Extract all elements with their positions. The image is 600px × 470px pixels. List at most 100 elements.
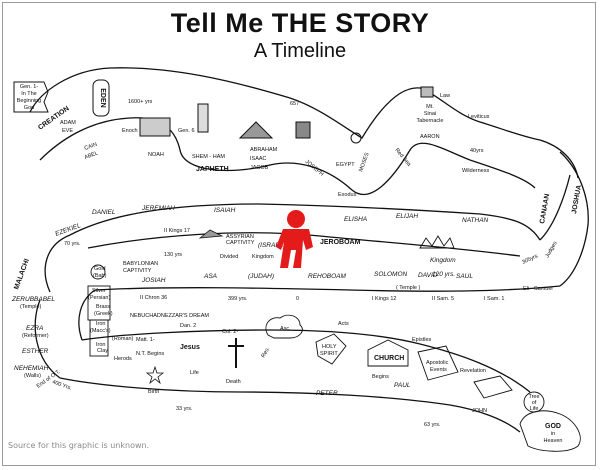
wilderness-label: Wilderness (462, 168, 489, 174)
roman-label: (Roman) (112, 336, 134, 342)
years-63-label: 63 yrs. (424, 422, 441, 428)
nehemiah-walls-label: (Walls) (24, 373, 41, 379)
esther-label: ESTHER (22, 348, 49, 355)
outer-frame (2, 2, 596, 466)
road-middle-upper (69, 203, 541, 241)
kingdom-label: Kingdom (430, 257, 456, 264)
dan2-label: Dan. 2 (180, 323, 196, 329)
page-subtitle: A Timeline (253, 40, 347, 62)
in-label: in (551, 431, 555, 437)
zerubbabel-label: ZERUBBABEL (11, 296, 55, 303)
babylonian-label: BABYLONIAN (123, 261, 158, 267)
gen1-line4: God (24, 105, 34, 111)
holy-label: HOLY (322, 344, 337, 350)
temple-label: ( Temple ) (396, 285, 421, 291)
moses-label: MOSES (358, 152, 371, 173)
star-icon (145, 365, 165, 385)
tablets-icon (420, 86, 434, 98)
eve-label: EVE (62, 128, 73, 134)
isaiah-label: ISAIAH (214, 207, 236, 214)
sam5-label: II Sam. 5 (432, 296, 454, 302)
herods-label: Herods (114, 356, 132, 362)
road-lower-left (34, 299, 61, 379)
exodus-label: Exodus (338, 192, 357, 198)
assyrian-captivity-label: CAPTIVITY (226, 240, 255, 246)
road-lower-lower (59, 377, 521, 433)
kings17-label: II Kings 17 (164, 228, 190, 234)
tabernacle-label: Tabernacle (417, 118, 444, 124)
egypt-label: EGYPT (336, 162, 355, 168)
ark-icon (139, 117, 171, 137)
gold-bab-label: (Bab) (93, 273, 107, 279)
peter-label: PETER (316, 390, 338, 397)
law-label: Law (440, 93, 450, 99)
joshua-label: JOSHUA (571, 184, 583, 214)
death-label: Death (226, 379, 241, 385)
zero-label: 0 (296, 296, 299, 302)
judges-label: Judges (545, 240, 559, 259)
years-657-label: 657 (290, 101, 299, 107)
canaan-label: CANAAN (539, 193, 551, 224)
josiah-label: JOSIAH (141, 277, 166, 284)
brass-greek-label: (Greek) (94, 311, 113, 317)
revelation-label: Revelation (460, 368, 486, 374)
gen6-label: Gen. 6 (178, 128, 195, 134)
eden-gate-icon (92, 79, 110, 117)
years-400-label: 400 Yrs. (51, 379, 73, 392)
begins-label: Begins (372, 374, 389, 380)
jesus-label: Jesus (180, 344, 200, 351)
malachi-label: MALACHI (13, 258, 31, 291)
jeremiah-label: JEREMIAH (141, 205, 175, 212)
jacob-label: JACOB (250, 165, 269, 171)
matt1-label: Matt. 1- (136, 337, 155, 343)
events-label: Events (430, 367, 447, 373)
adam-label: ADAM (60, 120, 76, 126)
nehemiah-label: NEHEMIAH (14, 365, 49, 372)
rehoboam-label: REHOBOAM (308, 273, 347, 280)
tree-label: Tree (528, 394, 539, 400)
kings12-label: I Kings 12 (372, 296, 396, 302)
gen1-line1: Gen. 1- (20, 84, 39, 90)
cross-icon (228, 338, 244, 368)
eli-samuel-label: Eli - Samuel (523, 286, 553, 292)
apostolic-label: Apostolic (426, 360, 449, 366)
life-tree-label: Life (530, 406, 539, 412)
res-label: Res. (261, 346, 272, 359)
tent-icon (238, 121, 274, 139)
silver-label: Silver (92, 288, 106, 294)
gold-label: Gold (94, 266, 106, 272)
years-120-label: 120 yrs. (432, 271, 455, 278)
years-33-label: 33 yrs. (176, 406, 193, 412)
life-label: Life (190, 370, 199, 376)
divided-label: Divided (220, 254, 238, 260)
aaron-label: AARON (420, 134, 440, 140)
clay-label: Clay (97, 348, 108, 354)
coat-icon (295, 121, 311, 139)
birth-label: Birth (148, 389, 159, 395)
ezra-label: EZRA (26, 325, 43, 332)
gen1-line3: Beginning (17, 98, 41, 104)
gen1-scroll: Gen. 1- In The Beginning God (13, 81, 49, 113)
paul-label: PAUL (394, 382, 411, 389)
road-middle-right-curve (539, 151, 589, 287)
gen1-line2: In The (21, 91, 37, 97)
burning-bush-icon (350, 132, 362, 144)
epistles-label: Epistles (412, 337, 432, 343)
elijah-label: ELIJAH (396, 213, 418, 220)
jeroboam-label: JEROBOAM (320, 239, 361, 246)
daniel-label: DANIEL (92, 209, 116, 216)
nt-begins-label: N.T. Begins (136, 351, 164, 357)
iron-label: Iron (96, 321, 105, 327)
abraham-label: ABRAHAM (250, 147, 278, 153)
shem-ham-label: SHEM - HAM (192, 154, 225, 160)
asc-label: Asc. (280, 326, 291, 332)
road-middle-lower (94, 285, 561, 292)
nathan-label: NATHAN (462, 217, 489, 224)
page-title: Tell Me THE STORY (170, 8, 430, 38)
sinai-label: Sinai (424, 111, 436, 117)
years-70-label: 70 yrs. (64, 241, 81, 247)
asa-label: ASA (203, 273, 217, 280)
isaac-label: ISAAC (250, 156, 267, 162)
brass-label: Brass (96, 304, 110, 310)
